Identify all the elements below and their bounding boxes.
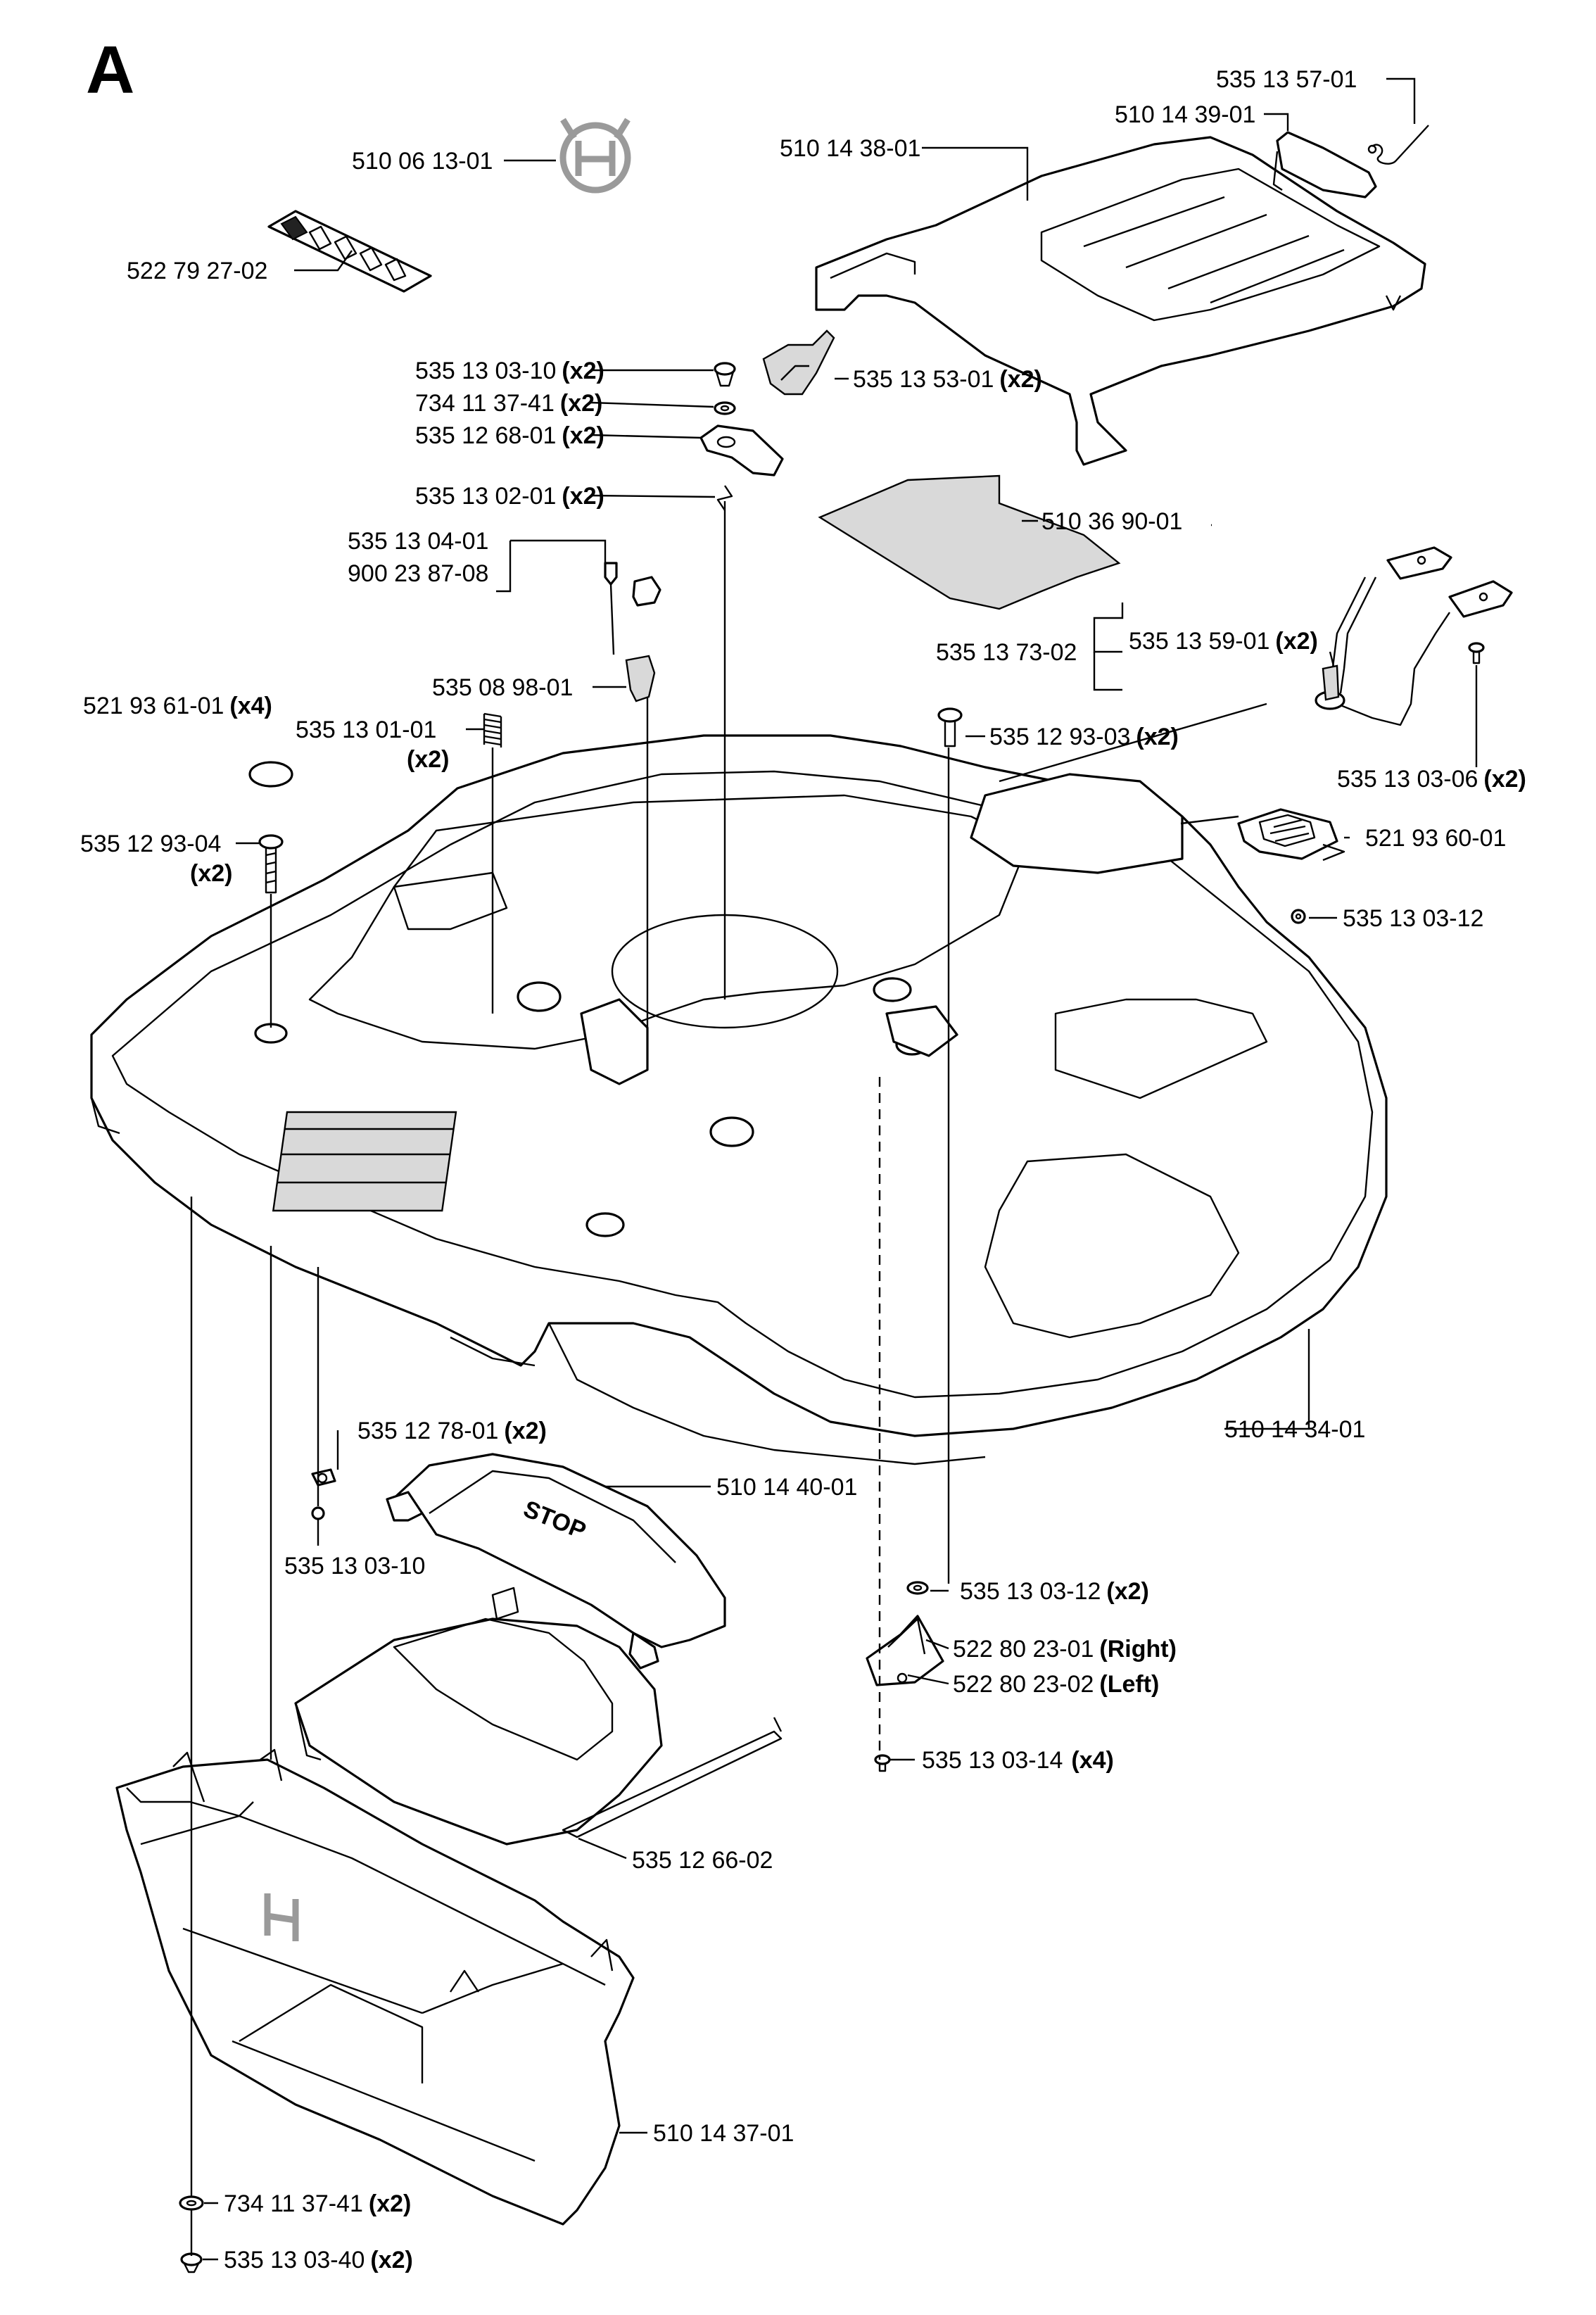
callout-510-14-40-01: 510 14 40-01 (716, 1474, 857, 1501)
callout-535-13-03-12-x2: 535 13 03-12(x2) (960, 1578, 1149, 1605)
callout-510-36-90-01: 510 36 90-01 (1041, 508, 1182, 535)
long-screw-drawing (258, 834, 284, 894)
hatch-lid-drawing (1272, 131, 1377, 198)
callout-535-13-59-01-x2: 535 13 59-01(x2) (1129, 628, 1318, 655)
front-shell-drawing (115, 1748, 635, 2226)
cable-tie-drawing (604, 562, 661, 655)
display-window-drawing (294, 1587, 783, 1846)
spring-drawing (1367, 125, 1429, 165)
callout-535-12-93-03-x2: 535 12 93-03(x2) (989, 724, 1179, 750)
screw-washer-clip-drawing (699, 362, 784, 511)
callout-535-13-57-01: 535 13 57-01 (1216, 66, 1357, 93)
bottom-washer-drawing (179, 2195, 204, 2211)
leader-lines (203, 77, 1416, 2261)
screw-1303-12-x2-drawing (906, 1581, 929, 1595)
callout-535-13-03-14-x4: 535 13 03-14(x4) (922, 1747, 1114, 1774)
callout-510-14-38-01: 510 14 38-01 (780, 135, 920, 162)
small-screw-drawing (1468, 642, 1485, 664)
screw-1303-14-drawing (874, 1754, 891, 1772)
callout-535-13-53-01-x2: 535 13 53-01(x2) (853, 366, 1042, 393)
callout-535-12-93-04-qty: (x2) (190, 860, 232, 887)
bottom-screw-drawing (180, 2252, 203, 2273)
callout-521-93-61-01-x4: 521 93 61-01(x4) (83, 693, 272, 719)
callout-510-14-37-01: 510 14 37-01 (653, 2120, 794, 2147)
stop-clip-drawing (311, 1468, 336, 1520)
assembly-lines (190, 501, 1478, 2256)
callout-734-11-37-41-bottom: 734 11 37-41(x2) (224, 2190, 411, 2217)
bumper-bracket-drawing (866, 1615, 944, 1686)
keypad-drawing (1237, 808, 1345, 862)
plug-cap-drawing (248, 761, 293, 788)
callout-535-13-02-01-x2: 535 13 02-01(x2) (415, 483, 604, 510)
main-body-drawing (90, 734, 1388, 1465)
callout-535-13-03-06-x2: 535 13 03-06(x2) (1337, 766, 1526, 793)
stop-button-drawing: STOP (386, 1453, 726, 1670)
screw-drawing (937, 707, 963, 748)
callout-535-08-98-01: 535 08 98-01 (432, 674, 573, 701)
callout-900-23-87-08: 900 23 87-08 (348, 560, 488, 587)
callout-522-80-23-02-left: 522 80 23-02(Left) (953, 1671, 1159, 1698)
callout-535-12-93-04: 535 12 93-04 (80, 831, 221, 857)
callout-535-13-01-01-qty: (x2) (407, 746, 449, 773)
callout-510-14-34-01: 510 14 34-01 (1224, 1416, 1365, 1443)
warning-decal-drawing (267, 210, 432, 293)
callout-521-93-60-01: 521 93 60-01 (1365, 825, 1506, 852)
sensor-cable-drawing (1315, 546, 1513, 726)
compression-spring-drawing (483, 712, 502, 748)
hinge-drawing (762, 329, 835, 396)
top-cover-drawing (815, 136, 1426, 466)
callout-535-13-03-10-x2: 535 13 03-10(x2) (415, 358, 604, 384)
callout-535-13-03-10: 535 13 03-10 (284, 1553, 425, 1579)
callout-535-12-68-01-x2: 535 12 68-01(x2) (415, 422, 604, 449)
callout-734-11-37-41-x2: 734 11 37-41(x2) (415, 390, 602, 417)
callout-535-13-01-01: 535 13 01-01 (296, 717, 436, 743)
section-letter: A (86, 32, 134, 108)
callout-535-12-66-02: 535 12 66-02 (632, 1847, 773, 1874)
logo-badge-drawing (559, 118, 631, 194)
cable-clip-drawing (625, 655, 656, 702)
screw-1303-12-drawing (1291, 909, 1306, 924)
callout-510-14-39-01: 510 14 39-01 (1115, 101, 1255, 128)
display-decal-drawing (818, 474, 1121, 610)
callout-labels: 535 13 57-01 510 14 39-01 510 14 38-01 5… (80, 66, 1526, 2273)
callout-535-13-03-12: 535 13 03-12 (1343, 905, 1483, 932)
callout-522-80-23-01-right: 522 80 23-01(Right) (953, 1636, 1177, 1663)
callout-510-06-13-01: 510 06 13-01 (352, 148, 493, 175)
callout-535-13-03-40-x2: 535 13 03-40(x2) (224, 2247, 413, 2273)
callout-535-13-73-02: 535 13 73-02 (936, 639, 1077, 666)
callout-535-12-78-01-x2: 535 12 78-01(x2) (357, 1418, 547, 1444)
callout-535-13-04-01: 535 13 04-01 (348, 528, 488, 555)
callout-522-79-27-02: 522 79 27-02 (127, 258, 267, 284)
